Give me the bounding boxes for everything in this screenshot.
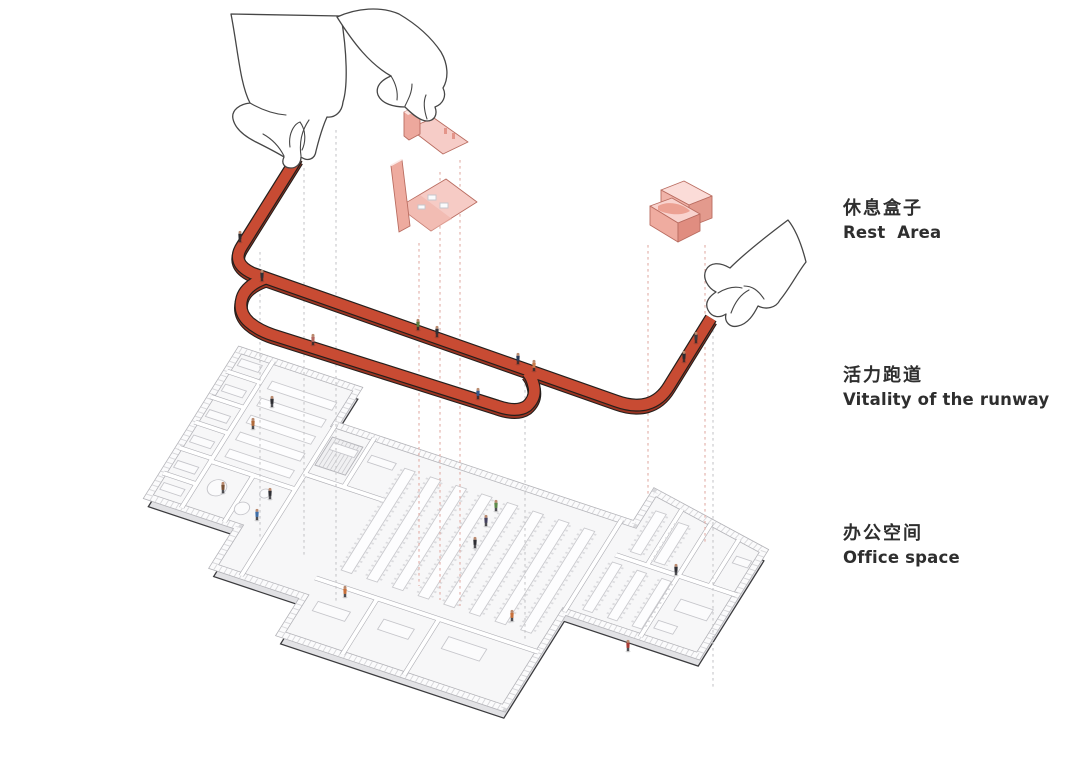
label-vitality-runway-zh: 活力跑道 <box>843 365 923 386</box>
hand-left <box>230 13 347 169</box>
label-office-space-en: Office space <box>843 547 960 567</box>
label-rest-area-zh: 休息盒子 <box>843 198 923 219</box>
rest-box-curved <box>649 180 713 243</box>
running-track <box>231 154 717 419</box>
label-vitality-runway: 活力跑道 Vitality of the runway <box>843 365 1050 409</box>
rest-box-wall <box>390 158 478 233</box>
hand-right <box>704 219 807 328</box>
slab-top <box>142 345 770 713</box>
office-floor-plan <box>142 345 770 719</box>
stair <box>314 436 364 476</box>
label-vitality-runway-en: Vitality of the runway <box>843 389 1050 409</box>
label-office-space: 办公空间 Office space <box>843 523 960 567</box>
label-rest-area: 休息盒子 Rest Area <box>843 198 942 242</box>
label-office-space-zh: 办公空间 <box>843 523 923 544</box>
label-rest-area-en: Rest Area <box>843 222 942 242</box>
drop-lines <box>259 130 714 688</box>
hand-middle <box>336 8 448 122</box>
desk-rows <box>224 380 691 634</box>
interior-partitions <box>161 360 742 676</box>
